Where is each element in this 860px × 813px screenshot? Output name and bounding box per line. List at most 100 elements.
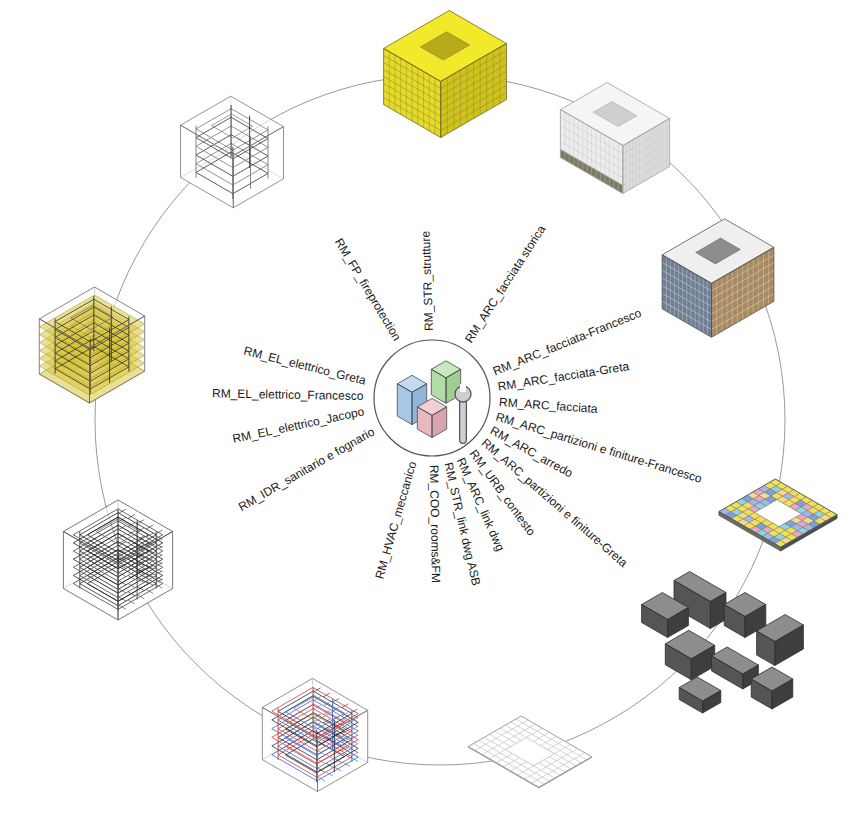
model-line (389, 52, 390, 108)
model-line (318, 768, 325, 772)
model-line (118, 557, 173, 589)
model-edge (118, 532, 173, 621)
model-line (146, 573, 153, 577)
model-line (63, 557, 118, 589)
model-court (754, 500, 801, 527)
model-line (343, 762, 350, 766)
context-block (679, 677, 721, 713)
model-court (420, 32, 469, 60)
model-line (395, 55, 396, 111)
model-line (406, 62, 407, 118)
model-line (618, 143, 619, 191)
model-edge (674, 572, 726, 602)
model-line (578, 120, 579, 168)
model-line (763, 253, 764, 307)
model-edge (772, 679, 793, 709)
model-line (326, 755, 333, 759)
model-edge (71, 305, 113, 329)
model-line (137, 570, 144, 574)
model-edge (679, 677, 721, 701)
model-line (703, 279, 704, 333)
model-edge (642, 605, 668, 638)
model-line (137, 543, 138, 600)
model-line (249, 116, 250, 168)
building-model (63, 500, 172, 620)
model-line (111, 306, 112, 361)
layer-label: RM_EL_elettrico_Greta (241, 344, 368, 388)
model-edge (294, 697, 336, 721)
model-line (318, 759, 325, 763)
model-line (605, 135, 606, 183)
model-line (682, 267, 683, 321)
model-line (181, 148, 231, 177)
building-model (384, 11, 507, 138)
model-line (137, 562, 144, 566)
model-line (732, 271, 733, 325)
room-tile (775, 540, 787, 547)
model-line (137, 587, 144, 591)
model-edge (642, 593, 689, 620)
model-edge (712, 656, 743, 689)
building-model (560, 83, 669, 194)
model-edge (431, 361, 460, 378)
centre-circle (374, 340, 490, 456)
model-line (334, 750, 341, 754)
model-roof (417, 398, 446, 415)
model-line (560, 118, 669, 154)
model-line (662, 270, 774, 306)
model-line (674, 262, 675, 316)
model-roof (751, 667, 793, 691)
model-edge (560, 110, 622, 194)
model-line (499, 47, 500, 103)
building-model (468, 716, 592, 788)
context-block (665, 630, 714, 680)
model-edge (679, 688, 702, 714)
ring-line (95, 75, 785, 765)
model-line (119, 581, 126, 585)
model-roof (679, 677, 721, 701)
model-edge (63, 500, 172, 563)
model-line (417, 68, 418, 124)
model-edge (318, 710, 368, 791)
model-edge (397, 384, 412, 425)
model-line (758, 256, 759, 310)
model-edge (781, 515, 837, 551)
model-line (278, 708, 279, 760)
model-edge (724, 605, 745, 638)
model-line (323, 693, 330, 697)
model-edge (724, 593, 766, 617)
model-line (334, 720, 335, 772)
model-line (412, 65, 413, 121)
model-line (334, 732, 341, 736)
model-edge (665, 630, 714, 659)
model-line (119, 589, 126, 593)
building-model (719, 479, 837, 551)
model-line (137, 554, 144, 558)
model-edge (712, 247, 774, 337)
model-line (742, 265, 743, 319)
model-roof (384, 11, 507, 82)
context-block (757, 615, 804, 666)
model-line (569, 115, 570, 163)
model-line (613, 140, 614, 188)
bim-icon (397, 361, 471, 440)
model-line (55, 319, 56, 374)
model-line (600, 133, 601, 181)
model-line (662, 263, 774, 299)
model-line (560, 142, 669, 178)
wrench-symbol (460, 384, 466, 392)
model-line (400, 58, 401, 114)
model-line (384, 65, 507, 103)
model-line (384, 79, 507, 117)
model-edge (431, 369, 446, 403)
model-line (128, 600, 135, 604)
model-line (564, 112, 565, 160)
model-line (582, 122, 583, 170)
model-line (636, 138, 637, 186)
model-line (467, 66, 468, 122)
model-line (666, 257, 667, 311)
model-line (250, 137, 251, 189)
layer-label: RM_COO_rooms&FM (426, 464, 442, 584)
model-edge (703, 691, 721, 714)
model-line (737, 268, 738, 322)
